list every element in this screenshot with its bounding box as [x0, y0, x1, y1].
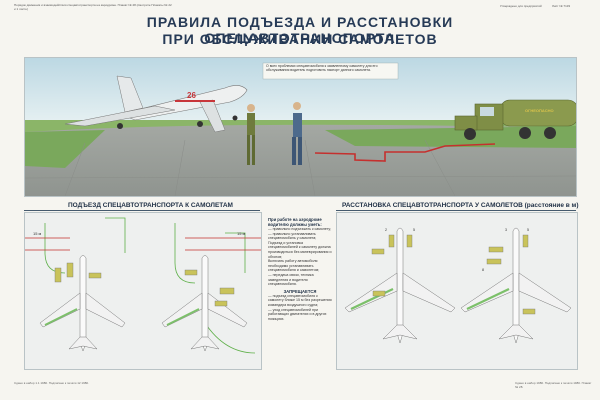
footer-right: Сдано в набор 1980. Подписано к печати 1… — [515, 381, 592, 389]
doc-number: Лист № 7133 — [552, 4, 571, 8]
forbidden-item: — уход спецавтомобилей при работающих дв… — [268, 307, 327, 321]
tanker-label: ОГНЕОПАСНО — [525, 108, 554, 113]
distance-marker: 3 — [505, 228, 507, 232]
callout-text: О всех проблемах спецавтомобиля к заявле… — [266, 64, 378, 73]
aircraft-number: 26 — [187, 91, 196, 100]
title-line-1: ПРАВИЛА ПОДЪЕЗДА И РАССТАНОВКИ СПЕЦАВТОТ… — [146, 14, 454, 46]
approach-route-line — [314, 143, 496, 162]
distance-marker: 5 — [527, 228, 529, 232]
distance-marker: 2 — [385, 228, 387, 232]
placement-diagram-panel: 2 5 3 5 8 — [336, 212, 578, 370]
rule-item: Включать работу автомобиля необходимо ус… — [268, 259, 320, 273]
callout-box — [262, 62, 399, 80]
scene-panel: 26 — [24, 57, 577, 197]
airfield-illustration: 26 — [25, 58, 576, 196]
section-rule-left — [24, 210, 260, 211]
rule-item: — правильно подъезжать к самолету; — [268, 227, 332, 231]
driver-figure — [247, 104, 255, 165]
aircraft-plan-2 — [161, 255, 248, 352]
distance-marker-left: 15 м — [33, 231, 42, 236]
rule-item: Подъезд и установка спецавтомобилей к са… — [268, 240, 332, 259]
distance-marker-right: 15 м — [237, 231, 246, 236]
approach-diagram-panel: 15 м 15 м — [24, 212, 262, 370]
airliner-illustration: 26 — [64, 75, 248, 133]
top-right-label: Утверждено для предприятий — [500, 4, 542, 8]
rule-item: — передача связи, техника замедления и в… — [268, 272, 314, 287]
service-vehicles-left — [54, 262, 235, 307]
rule-item: — правильно устанавливать спецавтомобиль… — [268, 231, 317, 241]
distance-marker: 5 — [413, 228, 415, 232]
forbidden-item: — подъезд спецавтомобиля к самолету ближ… — [268, 293, 332, 307]
footer-left: Сдано в набор 1.1 1980. Подписано к печа… — [14, 381, 89, 385]
rules-heading: При работе на аэродроме водителю должны … — [268, 217, 322, 227]
service-vehicles-right — [371, 234, 536, 315]
rules-column: При работе на аэродроме водителю должны … — [268, 217, 332, 367]
fuel-tanker-truck: ОГНЕОПАСНО — [454, 99, 576, 140]
section-title-placement: РАССТАНОВКА СПЕЦАВТОТРАНСПОРТА У САМОЛЕТ… — [342, 202, 579, 209]
distance-marker: 8 — [482, 268, 484, 272]
aircraft-plan-4 — [460, 227, 572, 344]
section-rule-right — [336, 210, 576, 211]
top-left-note: Порядок движения и взаимодействия спецав… — [14, 3, 172, 11]
title-line-2: ПРИ ОБСЛУЖИВАНИИ САМОЛЕТОВ — [162, 31, 438, 47]
technician-figure — [292, 102, 302, 165]
approach-diagram: 15 м 15 м — [25, 217, 261, 354]
placement-diagram: 2 5 3 5 8 — [344, 227, 572, 344]
aircraft-plan-1 — [39, 255, 126, 352]
forbidden-heading: ЗАПРЕЩАЕТСЯ — [283, 288, 317, 294]
section-title-approach: ПОДЪЕЗД СПЕЦАВТОТРАНСПОРТА К САМОЛЕТАМ — [68, 202, 233, 209]
aircraft-plan-3 — [344, 227, 456, 344]
